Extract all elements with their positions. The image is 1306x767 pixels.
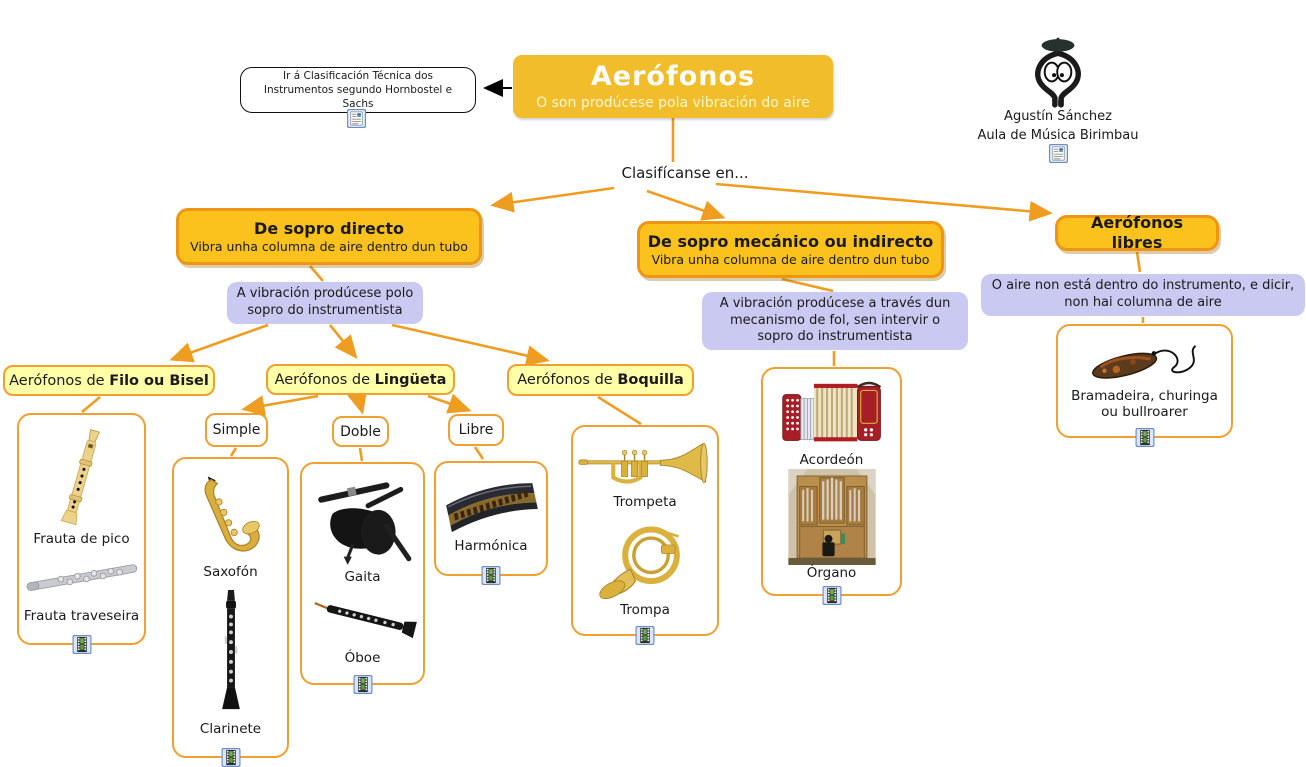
instrument-label: Trompeta xyxy=(613,494,677,511)
category-prefix: Aerófonos de xyxy=(9,372,110,389)
branch-title: De sopro directo xyxy=(254,219,404,238)
card-boquilla-instruments: Trompeta Trompa xyxy=(571,425,719,636)
trompa-image xyxy=(599,526,680,600)
branch-aerofonos-libres: Aerófonos libres xyxy=(1055,213,1219,252)
note-sopro-mecanico: A vibración prodúcese a través dun mecan… xyxy=(702,292,968,350)
card-libres-instruments: Bramadeira, churinga ou bullroarer xyxy=(1056,324,1233,438)
instrument-label: Gaita xyxy=(344,568,381,585)
instrument-label: Clarinete xyxy=(199,720,262,737)
note-sopro-directo: A vibración prodúcese polo sopro do inst… xyxy=(227,282,423,324)
subtype-label: Doble xyxy=(340,423,381,440)
instrument-label: Acordeón xyxy=(799,451,864,468)
bramadeira-image xyxy=(1091,344,1196,379)
credit-org: Aula de Música Birimbau xyxy=(977,127,1139,143)
branch-sopro-mecanico: De sopro mecánico ou indirecto Vibra unh… xyxy=(637,221,944,278)
category-filo-ou-bisel: Aerófonos de Filo ou Bisel xyxy=(3,365,215,396)
frauta-de-pico-image xyxy=(60,428,100,525)
film-icon[interactable] xyxy=(353,675,372,694)
credit-author: Agustín Sánchez xyxy=(1004,109,1112,124)
note-text: A vibración prodúcese a través dun mecan… xyxy=(719,295,951,345)
saxofon-image xyxy=(204,476,260,552)
acordeon-image xyxy=(781,381,881,442)
subtype-libre: Libre xyxy=(448,414,504,446)
film-icon[interactable] xyxy=(822,586,841,605)
frauta-traveseira-image xyxy=(26,564,137,592)
page-subtitle: O son prodúcese pola vibración do aire xyxy=(536,94,810,111)
card-lingueta-libre-instruments: Harmónica xyxy=(434,461,548,576)
subtype-doble: Doble xyxy=(332,416,389,447)
note-aerofonos-libres: O aire non está dentro do instrumento, e… xyxy=(981,274,1305,316)
instrument-label: Frauta traveseira xyxy=(23,607,140,624)
film-icon[interactable] xyxy=(1135,428,1154,447)
category-name: Lingüeta xyxy=(374,371,447,388)
branch-subtitle: Vibra unha columna de aire dentro dun tu… xyxy=(190,239,468,254)
organo-image xyxy=(787,468,876,565)
document-link-icon[interactable] xyxy=(347,109,366,128)
instrument-label: Harmónica xyxy=(454,538,528,555)
card-lingueta-simple-instruments: Saxofón Clarinete xyxy=(172,457,289,758)
credit-block: Agustín Sánchez Aula de Música Birimbau xyxy=(958,108,1158,146)
instrument-label: Trompa xyxy=(620,602,670,619)
hornbostel-link-label: Ir á Clasificación Técnica dos Instrumen… xyxy=(263,69,453,111)
hornbostel-link-note[interactable]: Ir á Clasificación Técnica dos Instrumen… xyxy=(240,67,476,113)
oboe-image xyxy=(313,601,417,638)
title-box: Aerófonos O son prodúcese pola vibración… xyxy=(513,55,833,118)
instrument-label: Saxofón xyxy=(203,563,258,580)
note-text: A vibración prodúcese polo sopro do inst… xyxy=(236,286,414,318)
gaita-image xyxy=(317,482,411,565)
trompeta-image xyxy=(578,443,708,484)
category-lingueta: Aerófonos de Lingüeta xyxy=(266,364,455,395)
film-icon[interactable] xyxy=(482,566,501,585)
card-mecanico-instruments: Acordeón Órgano xyxy=(761,367,902,596)
category-name: Filo ou Bisel xyxy=(109,372,209,389)
page-title: Aerófonos xyxy=(590,61,756,93)
classify-label: Clasifícanse en... xyxy=(621,164,749,182)
credit-document-icon[interactable] xyxy=(1049,144,1068,163)
clarinete-image xyxy=(221,589,240,709)
subtype-simple: Simple xyxy=(205,413,268,447)
instrument-label: Óboe xyxy=(344,649,381,666)
branch-sopro-directo: De sopro directo Vibra unha columna de a… xyxy=(176,208,482,265)
subtype-label: Simple xyxy=(212,422,261,438)
card-filo-instruments: Frauta de pico Frauta traveseira xyxy=(17,413,146,645)
category-prefix: Aerófonos de xyxy=(517,372,618,388)
subtype-label: Libre xyxy=(458,422,494,438)
note-text: O aire non está dentro do instrumento, e… xyxy=(991,278,1295,310)
instrument-label: Bramadeira, churinga ou bullroarer xyxy=(1071,388,1218,420)
film-icon[interactable] xyxy=(72,635,91,654)
category-name: Boquilla xyxy=(617,372,684,388)
birimbau-logo xyxy=(1035,37,1081,108)
film-icon[interactable] xyxy=(636,626,655,645)
instrument-label: Frauta de pico xyxy=(33,531,130,548)
branch-title: De sopro mecánico ou indirecto xyxy=(647,232,934,251)
card-lingueta-doble-instruments: Gaita Óboe xyxy=(300,462,425,685)
film-icon[interactable] xyxy=(221,748,240,767)
harmonica-image xyxy=(446,483,538,533)
branch-title: Aerófonos libres xyxy=(1091,213,1183,252)
category-prefix: Aerófonos de xyxy=(274,371,375,388)
branch-subtitle: Vibra unha columna de aire dentro dun tu… xyxy=(651,252,930,267)
category-boquilla: Aerófonos de Boquilla xyxy=(507,364,694,396)
instrument-label: Órgano xyxy=(806,564,857,581)
